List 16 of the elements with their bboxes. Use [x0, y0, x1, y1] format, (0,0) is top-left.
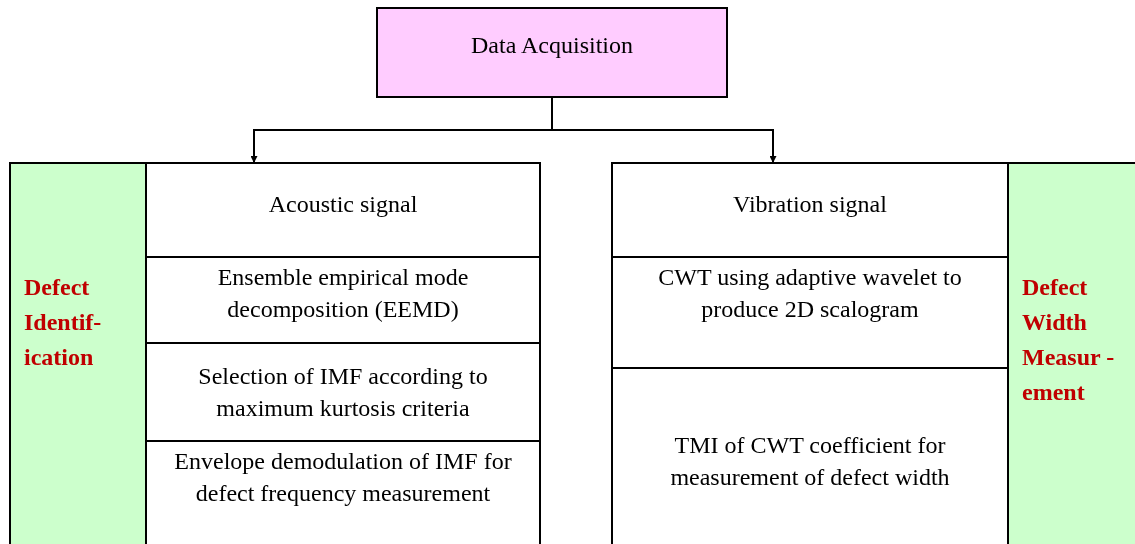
category-panel — [1007, 162, 1135, 544]
node-text: Defect Width Measur -ement — [1022, 273, 1116, 407]
node-text: Ensemble empirical mode decomposition (EEMD) — [216, 263, 470, 324]
node-text: Envelope demodulation of IMF for defect frequency measurement — [173, 447, 513, 508]
node-text: Data Acquisition — [471, 31, 633, 60]
node-text: Defect Identif- ication — [24, 273, 103, 372]
node-text: Vibration signal — [733, 190, 887, 219]
process-box — [145, 162, 541, 258]
arrow — [551, 96, 777, 164]
process-box — [376, 7, 728, 98]
node-text: Selection of IMF according to maximum kurtosis criteria — [197, 362, 489, 423]
node-text: CWT using adaptive wavelet to produce 2D scalogram — [657, 263, 963, 324]
node-text: Acoustic signal — [268, 190, 418, 219]
category-panel — [9, 162, 147, 544]
node-text: TMI of CWT coefficient for measurement of defect width — [669, 430, 951, 492]
process-box — [611, 162, 1009, 258]
